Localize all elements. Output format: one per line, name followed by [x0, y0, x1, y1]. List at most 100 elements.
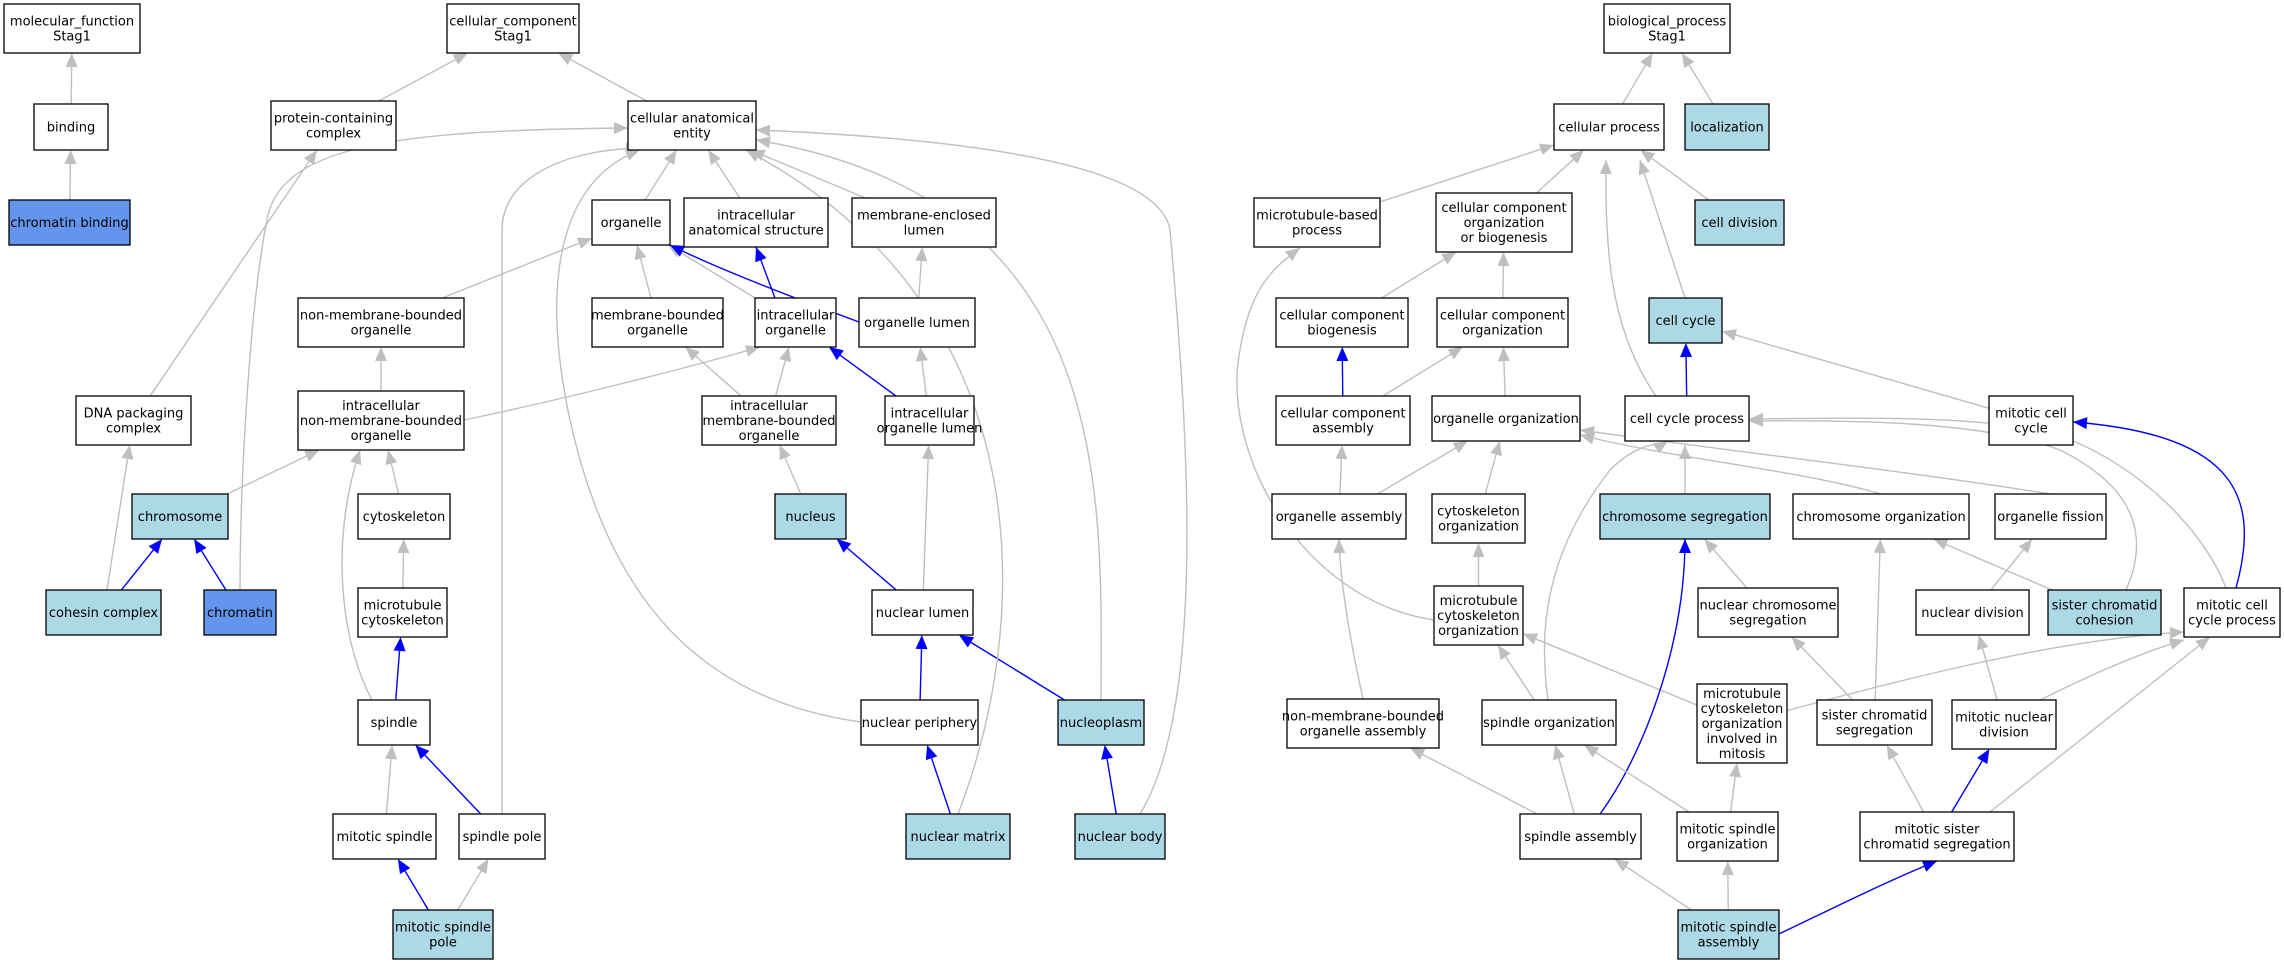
go-term-box-ccb[interactable]	[1275, 297, 1409, 348]
go-term-box-cohesin[interactable]	[45, 589, 162, 636]
go-term-box-msa[interactable]	[1677, 909, 1780, 960]
go-term-box-ccob[interactable]	[1435, 192, 1573, 253]
go-term-node-nuc-periph[interactable]: nuclear periphery	[860, 699, 979, 746]
go-term-box-mel[interactable]	[851, 197, 997, 248]
go-term-box-ncs[interactable]	[1697, 587, 1839, 638]
go-term-box-mitotic-spindle[interactable]	[332, 813, 437, 860]
go-term-box-nuc-div[interactable]	[1915, 589, 2030, 636]
go-term-node-cell-process[interactable]: cellular process	[1553, 103, 1665, 151]
go-term-box-nucleus[interactable]	[774, 493, 847, 540]
go-term-node-nucleus[interactable]: nucleus	[774, 493, 847, 540]
go-term-box-cco[interactable]	[1436, 297, 1569, 348]
go-term-box-nuc-matrix[interactable]	[905, 813, 1011, 860]
go-term-box-cell-cycle[interactable]	[1648, 297, 1723, 344]
go-term-box-mt-cyto-org[interactable]	[1433, 585, 1524, 646]
go-term-box-ccp[interactable]	[1624, 395, 1750, 442]
go-term-box-cyto-org[interactable]	[1431, 493, 1526, 544]
go-term-node-ol[interactable]: organelle lumen	[858, 297, 976, 348]
go-term-node-org-assembly[interactable]: organelle assembly	[1271, 493, 1407, 540]
go-term-node-nuclear-lumen[interactable]: nuclear lumen	[871, 589, 974, 636]
go-term-box-ias[interactable]	[683, 197, 829, 248]
go-term-box-chromosome[interactable]	[131, 493, 229, 540]
go-term-node-nuc-body[interactable]: nuclear body	[1074, 813, 1166, 860]
go-term-node-org-fission[interactable]: organelle fission	[1994, 493, 2107, 540]
go-term-node-chromatin[interactable]: chromatin	[203, 589, 277, 636]
go-term-node-localization[interactable]: localization	[1684, 103, 1770, 151]
go-term-box-nuclear-lumen[interactable]	[871, 589, 974, 636]
go-term-box-scc[interactable]	[2047, 589, 2162, 636]
go-term-box-chromatin-binding[interactable]	[8, 199, 131, 246]
go-term-box-ol[interactable]	[858, 297, 976, 348]
go-term-box-cytoskeleton[interactable]	[357, 493, 451, 540]
go-term-box-chromatin[interactable]	[203, 589, 277, 636]
go-term-node-spindle-pole[interactable]: spindle pole	[458, 813, 546, 860]
go-term-box-spindle-assembly[interactable]	[1519, 813, 1642, 860]
go-term-node-organelle[interactable]: organelle	[591, 199, 671, 246]
go-term-node-cell-division[interactable]: cell division	[1694, 199, 1785, 246]
go-term-node-binding[interactable]: binding	[33, 103, 109, 151]
go-term-box-cae[interactable]	[627, 100, 757, 151]
go-term-node-chrom-seg[interactable]: chromosome segregation	[1599, 493, 1771, 540]
go-term-node-ccp[interactable]: cell cycle process	[1624, 395, 1750, 442]
go-term-box-mso[interactable]	[1676, 811, 1779, 862]
go-term-box-protein-complex[interactable]	[270, 100, 397, 151]
go-term-box-chrom-seg[interactable]	[1599, 493, 1771, 540]
go-term-box-io[interactable]	[754, 297, 837, 348]
go-term-node-chrom-org[interactable]: chromosome organization	[1792, 493, 1970, 540]
go-term-box-nucleoplasm[interactable]	[1057, 699, 1145, 746]
go-term-box-cca[interactable]	[1275, 395, 1411, 446]
go-term-box-msp[interactable]	[392, 909, 494, 960]
go-term-box-spindle-org[interactable]	[1481, 699, 1617, 746]
go-term-node-nuc-matrix[interactable]: nuclear matrix	[905, 813, 1011, 860]
go-term-box-mccp[interactable]	[2183, 587, 2281, 638]
go-term-box-dna-pack[interactable]	[75, 395, 192, 446]
go-term-box-mf[interactable]	[3, 3, 141, 54]
go-term-box-iol[interactable]	[884, 395, 975, 446]
go-term-node-chromosome[interactable]: chromosome	[131, 493, 229, 540]
go-term-box-binding[interactable]	[33, 103, 109, 151]
go-term-box-mcoim[interactable]	[1696, 683, 1788, 764]
go-term-box-org-fission[interactable]	[1994, 493, 2107, 540]
go-term-box-nuc-periph[interactable]	[860, 699, 979, 746]
go-term-node-cell-cycle[interactable]: cell cycle	[1648, 297, 1723, 344]
go-term-node-chromatin-binding[interactable]: chromatin binding	[8, 199, 131, 246]
go-term-box-org-assembly[interactable]	[1271, 493, 1407, 540]
go-term-box-nmboa[interactable]	[1286, 698, 1440, 749]
go-term-box-localization[interactable]	[1684, 103, 1770, 151]
go-term-node-cohesin[interactable]: cohesin complex	[45, 589, 162, 636]
go-term-box-spindle-pole[interactable]	[458, 813, 546, 860]
go-term-box-mscs[interactable]	[1859, 811, 2015, 862]
go-term-box-mcc[interactable]	[1988, 395, 2074, 446]
go-term-node-mitotic-spindle[interactable]: mitotic spindle	[332, 813, 437, 860]
go-term-box-nuc-body[interactable]	[1074, 813, 1166, 860]
go-term-box-inmbo[interactable]	[297, 390, 465, 451]
go-term-box-scs[interactable]	[1816, 699, 1933, 746]
go-term-box-organelle[interactable]	[591, 199, 671, 246]
go-term-node-spindle-org[interactable]: spindle organization	[1481, 699, 1617, 746]
